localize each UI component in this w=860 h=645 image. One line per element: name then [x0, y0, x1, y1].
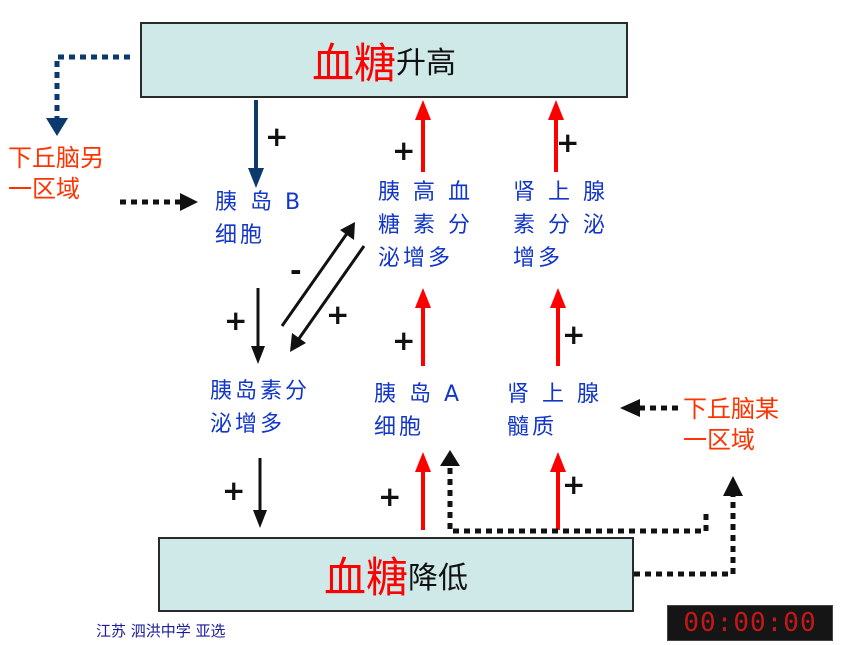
medulla-label-line1: 肾 上 腺 — [507, 382, 602, 407]
red-arrow-low-to-alpha — [415, 452, 431, 530]
sign-plus-low-medulla: + — [562, 468, 586, 501]
alpha-cell-label-line1: 胰 岛 A — [374, 382, 463, 407]
hypothalamus-left-label: 下丘脑另 一区域 — [8, 143, 104, 205]
medulla-label-line2: 髓质 — [507, 415, 558, 440]
footer-credit: 江苏 泗洪中学 亚选 — [96, 622, 226, 640]
glucose-low-box: 血糖降低 — [158, 537, 634, 612]
dotted-arrow-top-left — [46, 54, 130, 136]
arrow-insulin-to-low — [253, 458, 267, 528]
dotted-arrow-low-right-to-hypothalamus — [634, 476, 743, 577]
adrenaline-secretion-label: 肾 上 腺 素 分 泌 增多 — [513, 176, 608, 275]
red-arrow-low-to-medulla — [550, 452, 566, 530]
beta-cell-label-line2: 细胞 — [215, 223, 266, 248]
sign-plus-insulin-low: + — [222, 474, 246, 507]
hypothalamus-left-line1: 下丘脑另 — [8, 144, 104, 172]
beta-cell-label: 胰 岛 B 细胞 — [215, 186, 303, 252]
hypothalamus-right-label: 下丘脑某 一区域 — [683, 394, 779, 456]
beta-cell-label-line1: 胰 岛 B — [215, 190, 304, 215]
sign-plus-alpha: + — [392, 324, 416, 357]
alpha-cell-label: 胰 岛 A 细胞 — [374, 378, 462, 444]
arrow-beta-cell-to-insulin — [251, 288, 265, 364]
alpha-cell-label-line2: 细胞 — [374, 415, 425, 440]
glucagon-label-line3: 泌增多 — [378, 246, 454, 271]
arrow-insulin-to-glucagon — [280, 222, 355, 327]
red-arrow-alpha-to-glucagon — [415, 288, 431, 366]
hypothalamus-right-line2: 一区域 — [683, 426, 755, 454]
glucagon-label-line2: 糖 素 分 — [378, 213, 473, 238]
arrow-glucagon-to-insulin — [290, 245, 366, 352]
insulin-label-line2: 泌增多 — [210, 412, 286, 437]
dotted-arrow-to-beta-cell — [120, 193, 198, 211]
dotted-arrow-hypothalamus-to-medulla — [620, 399, 678, 417]
glucose-high-box: 血糖升高 — [140, 22, 628, 98]
red-arrow-glucagon-to-high — [415, 100, 431, 172]
sign-plus-high-beta: + — [265, 120, 289, 153]
adrenaline-label-line3: 增多 — [513, 246, 564, 271]
glucose-high-title: 血糖升高 — [142, 24, 626, 96]
glucagon-secretion-label: 胰 高 血 糖 素 分 泌增多 — [378, 176, 473, 275]
hypothalamus-left-line2: 一区域 — [8, 175, 80, 203]
sign-plus-diagonal: + — [326, 298, 350, 331]
insulin-secretion-label: 胰岛素分 泌增多 — [210, 375, 310, 441]
glucose-high-red-text: 血糖 — [311, 38, 396, 88]
sign-plus-glucagon: + — [392, 134, 416, 167]
glucose-high-black-text: 升高 — [396, 46, 456, 81]
glucose-low-title: 血糖降低 — [160, 539, 632, 610]
glucose-low-red-text: 血糖 — [323, 553, 408, 602]
sign-plus-low-alpha: + — [378, 480, 402, 513]
dotted-arrow-low-to-alpha-and-hypothalamus — [440, 450, 709, 534]
adrenaline-label-line2: 素 分 泌 — [513, 213, 608, 238]
sign-plus-medulla: + — [562, 318, 586, 351]
timer-display: 00:00:00 — [667, 605, 833, 641]
sign-minus-inhibit: - — [290, 254, 302, 287]
glucose-low-black-text: 降低 — [408, 560, 468, 596]
sign-plus-adrenaline: + — [556, 126, 580, 159]
timer-text: 00:00:00 — [683, 608, 817, 638]
glucagon-label-line1: 胰 高 血 — [378, 180, 473, 205]
red-arrow-adrenaline-to-high — [548, 100, 564, 172]
adrenal-medulla-label: 肾 上 腺 髓质 — [507, 378, 602, 444]
adrenaline-label-line1: 肾 上 腺 — [513, 180, 608, 205]
hypothalamus-right-line1: 下丘脑某 — [683, 395, 779, 423]
insulin-label-line1: 胰岛素分 — [210, 379, 311, 404]
red-arrow-medulla-to-adrenaline — [550, 288, 566, 366]
sign-plus-beta-insulin: + — [224, 304, 248, 337]
arrow-high-to-beta-cell — [248, 100, 264, 188]
